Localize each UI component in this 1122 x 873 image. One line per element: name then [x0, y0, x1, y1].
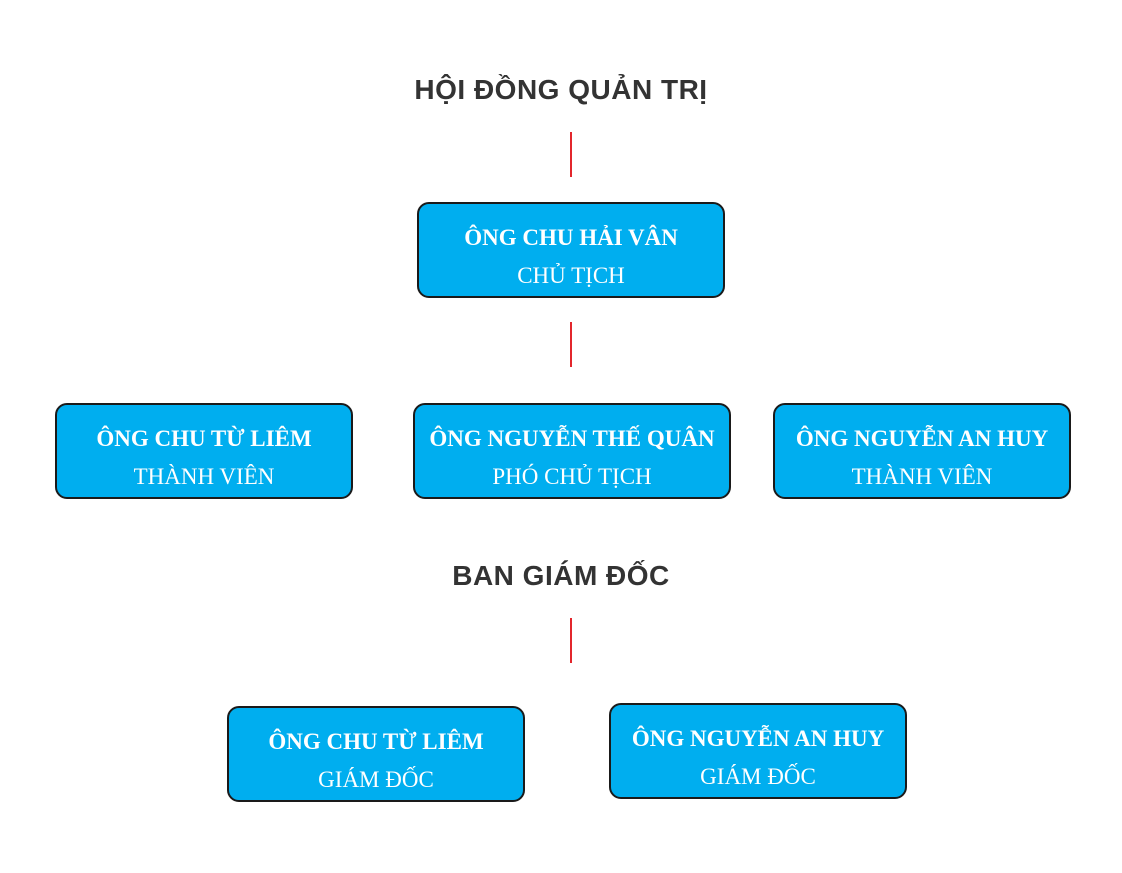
director-name-2: ÔNG NGUYỄN AN HUY: [631, 726, 885, 751]
connector-chairman-to-members: [570, 322, 572, 367]
member-name-3: ÔNG NGUYỄN AN HUY: [795, 426, 1049, 451]
director-role-1: GIÁM ĐỐC: [318, 767, 434, 792]
member-role-3: THÀNH VIÊN: [851, 464, 993, 489]
director-role-2: GIÁM ĐỐC: [700, 764, 816, 789]
chairman-node: ÔNG CHU HẢI VÂN CHỦ TỊCH: [417, 202, 725, 298]
board-heading: HỘI ĐỒNG QUẢN TRỊ: [414, 74, 708, 105]
director-name-1: ÔNG CHU TỪ LIÊM: [268, 729, 484, 754]
member-node-2: ÔNG NGUYỄN THẾ QUÂN PHÓ CHỦ TỊCH: [413, 403, 731, 499]
member-node-3: ÔNG NGUYỄN AN HUY THÀNH VIÊN: [773, 403, 1071, 499]
member-name-1: ÔNG CHU TỪ LIÊM: [96, 426, 312, 451]
chairman-role: CHỦ TỊCH: [517, 263, 625, 288]
member-role-2: PHÓ CHỦ TỊCH: [492, 464, 652, 489]
connector-management-to-directors: [570, 618, 572, 663]
director-node-2: ÔNG NGUYỄN AN HUY GIÁM ĐỐC: [609, 703, 907, 799]
connector-board-to-chairman: [570, 132, 572, 177]
member-name-2: ÔNG NGUYỄN THẾ QUÂN: [429, 426, 715, 451]
director-node-1: ÔNG CHU TỪ LIÊM GIÁM ĐỐC: [227, 706, 525, 802]
management-heading: BAN GIÁM ĐỐC: [452, 560, 670, 591]
chairman-name: ÔNG CHU HẢI VÂN: [464, 225, 678, 250]
member-node-1: ÔNG CHU TỪ LIÊM THÀNH VIÊN: [55, 403, 353, 499]
member-role-1: THÀNH VIÊN: [133, 464, 275, 489]
